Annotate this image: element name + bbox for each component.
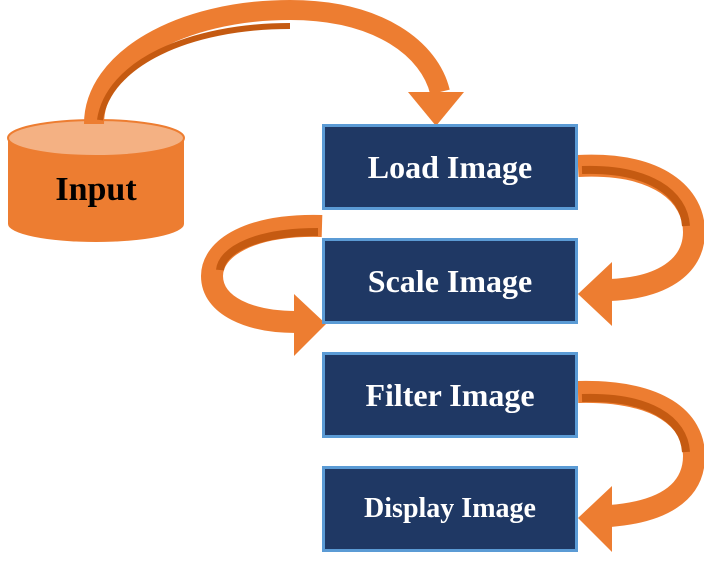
step-filter-image: Filter Image	[322, 352, 578, 438]
arrow-input-to-load	[84, 0, 464, 126]
arrow-filter-to-display	[577, 380, 704, 552]
step-display-image: Display Image	[322, 466, 578, 552]
step-load-image: Load Image	[322, 124, 578, 210]
arrow-load-to-scale	[577, 154, 704, 326]
input-label: Input	[55, 171, 137, 208]
input-cylinder	[7, 119, 185, 242]
step-scale-image: Scale Image	[322, 238, 578, 324]
arrow-scale-to-filter	[200, 214, 326, 356]
